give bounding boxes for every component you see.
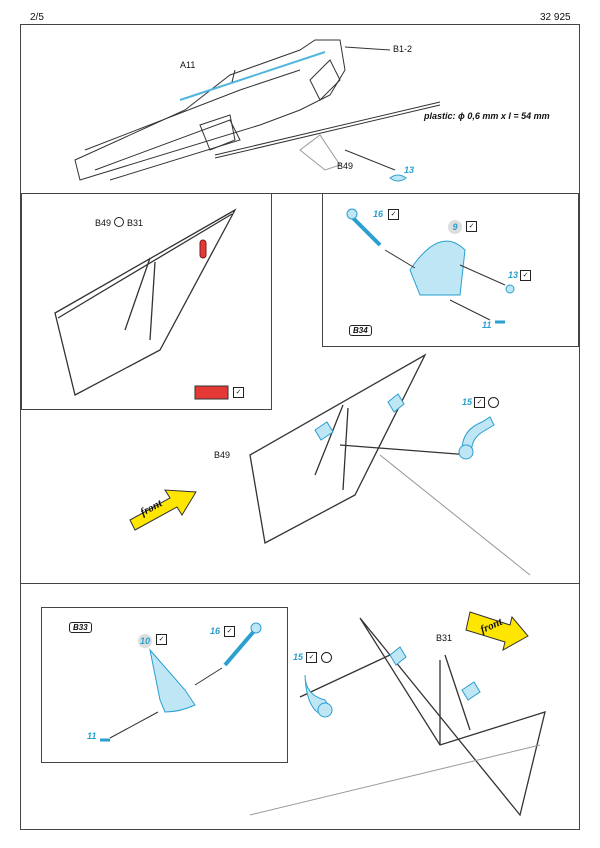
b33-part-16: 16 [210,626,221,636]
panel-b49-b31-frame [21,193,272,410]
part-13-label: 13 [404,165,415,175]
kit-code: 32 925 [540,12,571,23]
middle-part-15: 15 [462,397,473,407]
bottom-blue-parts [304,646,481,718]
b33-parts [100,622,262,742]
check-icon: ✓ [224,626,235,637]
panel-top-frame [20,24,580,194]
b34-part-16: 16 [373,209,384,219]
b34-part-9: 9 [448,220,462,234]
label-a11: A11 [180,60,196,70]
red-legend-swatch [194,385,229,400]
panel-b33-frame [41,607,288,763]
b33-part-10: 10 [138,634,152,648]
plastic-note: plastic: ϕ 0,6 mm x l = 54 mm [424,111,550,121]
check-icon: ✓ [474,397,485,408]
panel-bottom-frame [20,583,580,830]
check-icon: ✓ [233,387,244,398]
half-circle-icon [488,397,499,408]
panel-b34-frame [322,193,579,347]
frame-middle [249,353,471,544]
fuselage-structure [74,39,441,181]
b33-tag: B33 [69,622,92,633]
label-b12: B1-2 [393,44,413,54]
frame-b49-b31 [54,208,237,396]
half-circle-icon [114,217,124,227]
b34-part-11: 11 [482,320,492,330]
frame-bottom [299,617,546,817]
check-icon: ✓ [388,209,399,220]
b33-part-11: 11 [87,731,97,741]
b34-parts [346,208,515,324]
check-icon: ✓ [156,634,167,645]
label-b49-top: B49 [337,161,354,171]
title-b31: B31 [127,218,144,228]
red-pin [199,239,207,259]
front-arrow-bottom [465,611,529,652]
label-b49-middle: B49 [214,450,231,460]
half-circle-icon [321,652,332,663]
b34-part-13: 13 [508,270,519,280]
bottom-part-15: 15 [293,652,304,662]
front-arrow-middle [129,489,197,531]
check-icon: ✓ [466,221,477,232]
check-icon: ✓ [520,270,531,281]
label-b31-bottom: B31 [436,633,453,643]
title-b49: B49 [95,218,112,228]
b34-tag: B34 [349,325,372,336]
middle-blue-parts [314,393,495,460]
part-13-shape [389,174,407,182]
check-icon: ✓ [306,652,317,663]
blue-rod [179,51,326,101]
page-number: 2/5 [30,12,44,23]
